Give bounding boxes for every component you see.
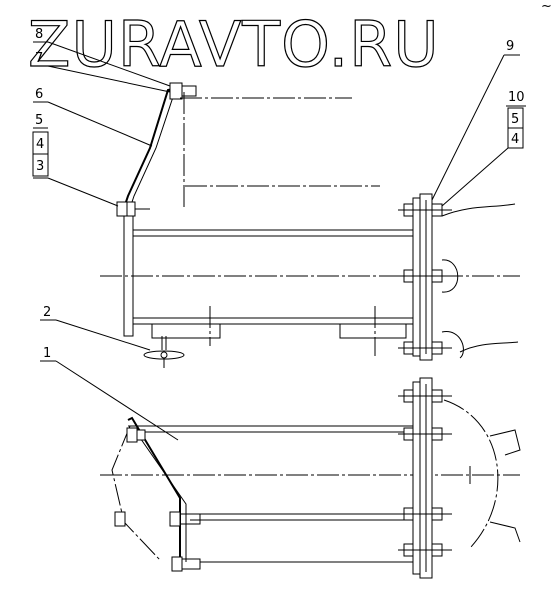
corner-mark: ~ bbox=[541, 0, 552, 14]
callouts: 8 7 6 5 4 3 2 1 9 10 5 bbox=[32, 27, 526, 441]
callout-5-right: 5 bbox=[511, 112, 519, 127]
callout-6: 6 bbox=[35, 87, 43, 102]
watermark-text: ZURAVTO.RU bbox=[28, 8, 440, 81]
callout-4-left: 4 bbox=[36, 137, 44, 152]
callout-8: 8 bbox=[35, 27, 43, 42]
callout-10: 10 bbox=[508, 90, 525, 105]
callout-5-left: 5 bbox=[35, 113, 43, 128]
top-view bbox=[100, 82, 520, 368]
callout-4-right: 4 bbox=[511, 132, 519, 147]
callout-7: 7 bbox=[35, 51, 43, 66]
callout-3: 3 bbox=[36, 159, 44, 174]
callout-2: 2 bbox=[43, 305, 51, 320]
bottom-view bbox=[100, 377, 521, 579]
callout-9: 9 bbox=[506, 39, 514, 54]
callout-1: 1 bbox=[43, 346, 51, 361]
